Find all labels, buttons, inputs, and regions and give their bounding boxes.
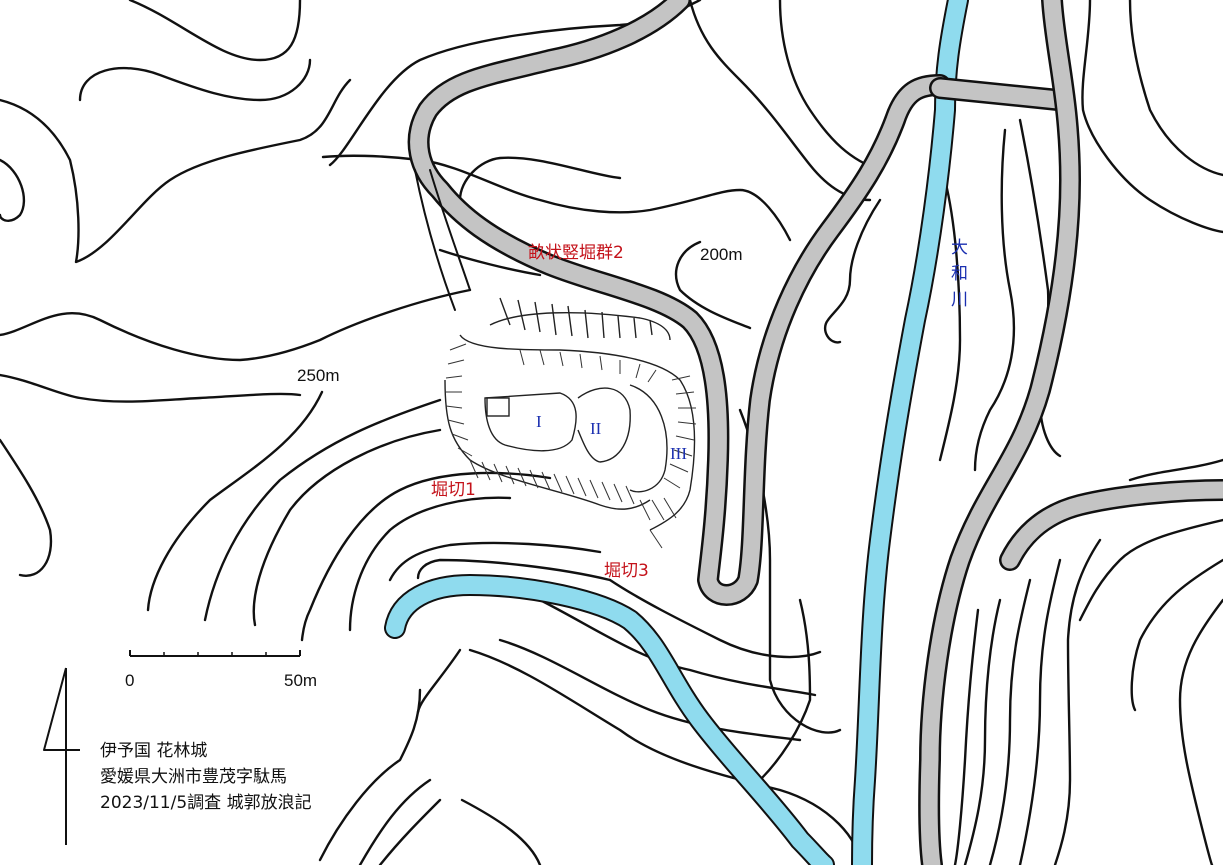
contour-line (78, 58, 312, 102)
contour-line (252, 428, 442, 627)
contour-line (388, 541, 602, 582)
outer-scarp (459, 334, 696, 531)
contour-line (460, 798, 542, 865)
contour-line (973, 128, 1016, 472)
contour-line (318, 688, 422, 862)
label-horikiri-3: 堀切3 (604, 561, 649, 581)
contour-line (953, 608, 980, 865)
label-contour-250: 250m (297, 366, 340, 385)
contour-line (608, 578, 822, 659)
enclosure-1-edge (484, 392, 577, 452)
scale-bar: 0 50m (125, 650, 317, 690)
contour-line (963, 598, 1002, 865)
contour-line (203, 398, 442, 622)
contour-line (674, 240, 752, 330)
contour-line (438, 248, 542, 277)
label-river-char-3: 川 (951, 290, 968, 310)
label-vertical-moats: 畝状竪堀群2 (528, 243, 624, 263)
label-enclosure-3: III (670, 444, 687, 463)
contour-line (938, 178, 962, 462)
north-arrow-icon (43, 667, 80, 845)
contour-line (823, 198, 882, 344)
contour-line (1078, 518, 1223, 622)
contour-line (1128, 0, 1223, 177)
info-castle-name: 伊予国 花林城 (100, 741, 208, 761)
contour-line (988, 578, 1032, 865)
contour-line (458, 156, 622, 202)
contour-line (778, 0, 882, 172)
hachures (445, 343, 697, 549)
label-enclosure-2: II (590, 419, 602, 438)
label-river-char-1: 大 (951, 238, 968, 258)
contour-line (128, 0, 302, 62)
contour-line (758, 598, 812, 782)
contour-line (146, 390, 324, 612)
enclosure-2-edge (577, 387, 631, 463)
contour-line (0, 438, 53, 577)
contour-line (1130, 558, 1223, 712)
river-yamato (851, 0, 969, 865)
contour-line (1178, 598, 1223, 865)
contour-line (538, 598, 817, 697)
footpath (414, 169, 456, 311)
enclosure-3-edge (629, 384, 668, 493)
info-survey-date: 2023/11/5調査 城郭放浪記 (100, 793, 312, 813)
contour-line (378, 798, 442, 865)
contour-line (468, 648, 862, 865)
contour-line (1128, 458, 1223, 482)
label-contour-200: 200m (700, 245, 743, 264)
contour-line (1018, 558, 1062, 865)
label-enclosure-1: I (536, 412, 542, 431)
contour-line (1081, 0, 1223, 234)
contour-line (498, 638, 802, 742)
scale-label-start: 0 (125, 671, 134, 690)
contour-line (416, 648, 462, 714)
roads (407, 0, 1223, 865)
building-platform (486, 397, 510, 417)
contour-line (300, 471, 552, 642)
outer-scarp (444, 379, 651, 510)
info-location: 愛媛県大洲市豊茂字駄馬 (100, 767, 287, 787)
contour-line (0, 288, 472, 362)
contour-line (0, 373, 302, 403)
vertical-moats (489, 297, 671, 341)
contour-line (348, 496, 512, 632)
contour-line (1053, 538, 1102, 865)
map-info-block: 伊予国 花林城 愛媛県大洲市豊茂字駄馬 2023/11/5調査 城郭放浪記 (100, 738, 390, 816)
footpath (429, 169, 471, 291)
contour-line (0, 78, 352, 264)
scale-label-end: 50m (284, 671, 317, 690)
contour-line (358, 778, 432, 865)
contour-line (688, 0, 872, 202)
contour-line (0, 158, 26, 222)
label-horikiri-1: 堀切1 (431, 480, 476, 500)
contour-line (321, 154, 792, 242)
contour-line (416, 558, 612, 582)
castle-ruins (444, 297, 697, 549)
label-river-char-2: 和 (951, 264, 968, 284)
stream (384, 574, 835, 865)
